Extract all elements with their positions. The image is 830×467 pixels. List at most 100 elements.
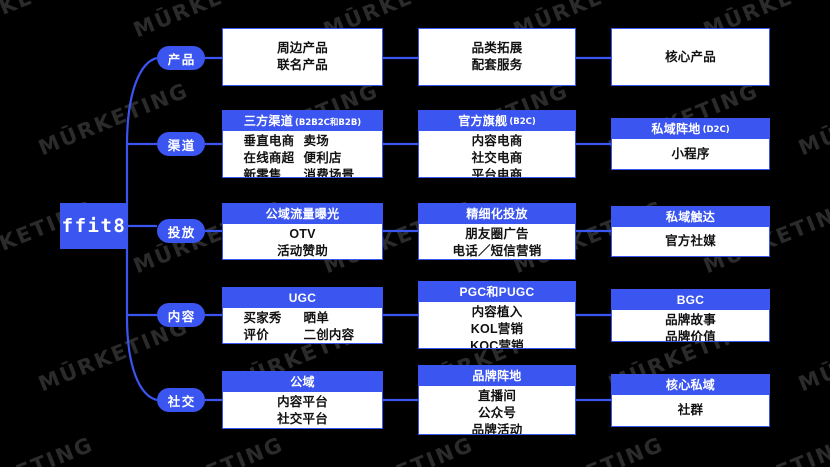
card-header: 精细化投放 — [419, 204, 575, 224]
card-line: 活动赞助 — [277, 244, 328, 258]
card-body: 内容平台社交平台 — [223, 392, 382, 428]
content-card[interactable]: 核心私域社群 — [611, 374, 770, 427]
card-line-cell: 买家秀 — [243, 311, 282, 325]
card-body: 核心产品 — [612, 29, 769, 85]
content-card[interactable]: BGC 品牌故事品牌价值 — [611, 289, 770, 342]
card-line-cell: 消费场景 — [303, 168, 355, 178]
card-header-suffix: (B2B2C和B2B) — [295, 117, 362, 128]
card-body: 周边产品联名产品 — [223, 29, 382, 85]
content-card[interactable]: 公域流量曝光 OTV 活动赞助 — [222, 203, 383, 260]
card-header: 核心私域 — [612, 375, 769, 395]
card-body: 内容植入 KOL营销 KOC营销 — [419, 302, 575, 349]
card-line-cell: 垂直电商 — [243, 134, 295, 148]
card-body: 垂直电商卖场在线商超便利店新零售消费场景 — [223, 131, 382, 178]
content-card[interactable]: 三方渠道(B2B2C和B2B)垂直电商卖场在线商超便利店新零售消费场景 — [222, 110, 383, 178]
card-line-cell: 便利店 — [303, 151, 342, 165]
card-header-title: 精细化投放 — [466, 207, 528, 221]
card-line: 社群 — [677, 403, 704, 417]
card-body: OTV 活动赞助 — [223, 224, 382, 259]
card-body: 直播间公众号品牌活动 — [419, 386, 575, 435]
card-line: KOL营销 — [470, 322, 524, 336]
card-line: 内容电商 — [471, 134, 523, 148]
card-body: 朋友圈广告电话／短信营销 — [419, 224, 575, 259]
card-line: 社交平台 — [277, 412, 328, 426]
card-header-title: 品牌阵地 — [472, 369, 522, 383]
card-header-suffix: (B2C) — [509, 116, 536, 127]
brand-logo-text: ffit8 — [61, 215, 127, 237]
card-line: 平台电商 — [471, 168, 523, 178]
card-body: 内容电商社交电商平台电商 — [419, 131, 575, 178]
card-line: 在线商超便利店 — [227, 150, 378, 167]
card-body: 社群 — [612, 395, 769, 426]
card-header: 公域 — [223, 372, 382, 392]
card-body: 买家秀 晒单评价 二创内容 — [223, 308, 382, 343]
content-card[interactable]: 私域阵地(D2C) 小程序 — [611, 118, 770, 170]
card-line: 官方社媒 — [665, 234, 716, 248]
card-header-title: UGC — [288, 290, 317, 305]
branch-pill[interactable]: 产品 — [157, 46, 205, 70]
card-line: 品牌故事 — [665, 313, 716, 327]
card-header-title: 私域触达 — [665, 210, 716, 224]
content-card[interactable]: 私域触达官方社媒 — [611, 206, 770, 257]
card-line: 品牌价值 — [665, 330, 716, 342]
card-header-title: BGC — [676, 292, 705, 307]
branch-pill[interactable]: 投放 — [157, 219, 205, 243]
card-line: 品牌活动 — [471, 423, 523, 435]
card-header-title: 三方渠道 — [243, 114, 294, 128]
card-line: 公众号 — [477, 406, 517, 420]
card-line: 社交电商 — [471, 151, 523, 165]
card-line-cell: 评价 — [243, 328, 269, 342]
content-card[interactable]: 品类拓展配套服务 — [418, 28, 576, 86]
card-header-suffix: (D2C) — [702, 124, 730, 135]
branch-pill[interactable]: 内容 — [157, 303, 205, 327]
card-line: 配套服务 — [471, 58, 523, 72]
card-body: 品类拓展配套服务 — [419, 29, 575, 85]
card-header: BGC — [612, 290, 769, 310]
card-line: 小程序 — [671, 146, 710, 161]
content-card[interactable]: 官方旗舰(B2C)内容电商社交电商平台电商 — [418, 110, 576, 178]
card-header-title: 公域流量曝光 — [265, 207, 340, 221]
content-card[interactable]: 公域内容平台社交平台 — [222, 371, 383, 429]
branch-pill[interactable]: 渠道 — [157, 132, 205, 156]
content-card[interactable]: 品牌阵地直播间公众号品牌活动 — [418, 365, 576, 435]
card-header: 私域触达 — [612, 207, 769, 227]
card-header: UGC — [223, 288, 382, 308]
card-line: 电话／短信营销 — [452, 244, 542, 258]
card-line-cell: 晒单 — [303, 311, 329, 325]
card-line-cell: 二创内容 — [303, 328, 355, 342]
card-line: 朋友圈广告 — [465, 227, 529, 241]
card-header: 私域阵地(D2C) — [612, 119, 769, 139]
card-header-title: PGC和PUGC — [459, 285, 535, 299]
card-line: 买家秀 晒单 — [227, 310, 378, 327]
card-body: 官方社媒 — [612, 227, 769, 256]
card-header-title: 官方旗舰 — [458, 114, 508, 128]
card-line-cell: 卖场 — [303, 134, 329, 148]
card-header: 官方旗舰(B2C) — [419, 111, 575, 131]
content-card[interactable]: PGC和PUGC 内容植入 KOL营销 KOC营销 — [418, 281, 576, 349]
card-header-title: 私域阵地 — [651, 122, 701, 136]
card-line: 周边产品 — [277, 41, 328, 55]
card-header: PGC和PUGC — [419, 282, 575, 302]
card-line: 联名产品 — [277, 58, 328, 72]
card-header: 品牌阵地 — [419, 366, 575, 386]
card-line: 直播间 — [477, 389, 517, 403]
card-header: 三方渠道(B2B2C和B2B) — [223, 111, 382, 131]
content-card[interactable]: 核心产品 — [611, 28, 770, 86]
brand-logo: ffit8 — [60, 203, 128, 249]
card-line: 垂直电商卖场 — [227, 133, 378, 150]
card-body: 小程序 — [612, 139, 769, 169]
content-card[interactable]: UGC 买家秀 晒单评价 二创内容 — [222, 287, 383, 344]
card-line: OTV — [289, 227, 316, 241]
card-body: 品牌故事品牌价值 — [612, 310, 769, 342]
branch-pill[interactable]: 社交 — [157, 388, 205, 412]
content-card[interactable]: 精细化投放朋友圈广告电话／短信营销 — [418, 203, 576, 260]
card-header-title: 公域 — [290, 375, 315, 389]
content-card[interactable]: 周边产品联名产品 — [222, 28, 383, 86]
card-line: 内容植入 — [471, 305, 523, 319]
card-line-cell: 在线商超 — [243, 151, 295, 165]
card-line: 评价 二创内容 — [227, 327, 378, 343]
card-line: KOC营销 — [470, 339, 524, 349]
card-header: 公域流量曝光 — [223, 204, 382, 224]
